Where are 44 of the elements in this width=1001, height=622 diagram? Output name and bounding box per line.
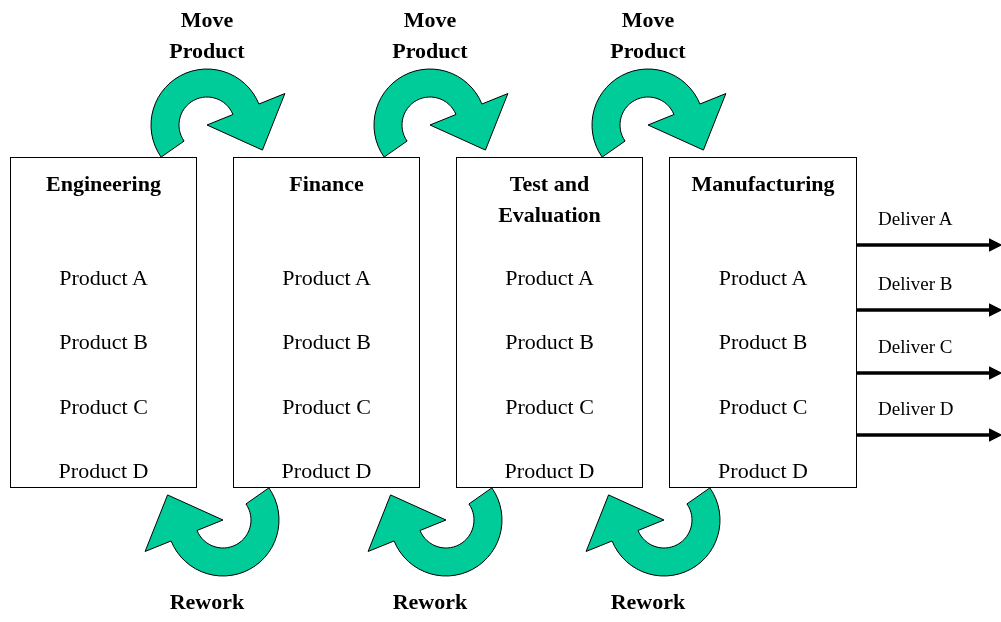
edge-label: Deliver C [878, 336, 953, 358]
product-label: Product C [281, 394, 372, 420]
arrow [857, 238, 1001, 252]
edge-label: Rework [391, 590, 469, 614]
product-label: Product D [280, 458, 373, 484]
edge-label: Rework [168, 590, 246, 614]
product-label: Product C [504, 394, 595, 420]
department-heading: Test and Evaluation [497, 170, 602, 229]
product-label: Product A [717, 265, 809, 291]
department-heading: Finance [288, 170, 365, 198]
curved-arrow [144, 487, 280, 577]
edge-label: Move Product [391, 6, 469, 65]
arrow [857, 428, 1001, 442]
edge-label: Move Product [609, 6, 687, 65]
product-label: Product B [281, 329, 372, 355]
edge-label: Deliver A [878, 208, 953, 230]
edge-label: Deliver D [878, 398, 954, 420]
department-box [456, 157, 643, 488]
product-label: Product D [717, 458, 809, 484]
product-label: Product B [504, 329, 595, 355]
department-heading: Engineering [45, 170, 162, 198]
curved-arrow [585, 487, 721, 577]
product-label: Product A [504, 265, 595, 291]
curved-arrow [367, 487, 503, 577]
department-box [669, 157, 857, 488]
department-box [10, 157, 197, 488]
arrow [857, 366, 1001, 380]
product-label: Product B [717, 329, 809, 355]
product-label: Product A [58, 265, 149, 291]
product-label: Product C [58, 394, 149, 420]
edge-label: Move Product [168, 6, 246, 65]
edge-label: Rework [609, 590, 687, 614]
curved-arrow [591, 68, 727, 158]
curved-arrow [373, 68, 509, 158]
product-label: Product B [58, 329, 149, 355]
department-heading: Manufacturing [690, 170, 836, 198]
product-label: Product D [57, 458, 150, 484]
product-label: Product A [281, 265, 372, 291]
department-box [233, 157, 420, 488]
arrow [857, 303, 1001, 317]
product-label: Product C [717, 394, 809, 420]
curved-arrow [150, 68, 286, 158]
product-label: Product D [503, 458, 596, 484]
edge-label: Deliver B [878, 273, 953, 295]
